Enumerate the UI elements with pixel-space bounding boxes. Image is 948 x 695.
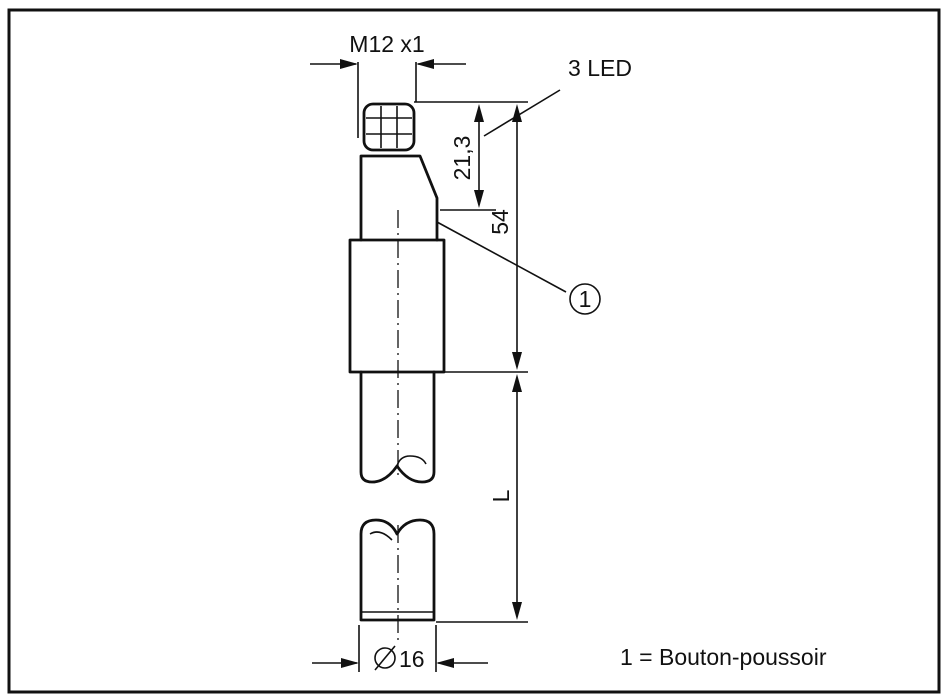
legend-text: 1 = Bouton-poussoir (620, 644, 827, 670)
thread-dimension: M12 x1 (310, 31, 466, 138)
collar-body (348, 238, 446, 374)
arrow-head (512, 374, 522, 392)
arrow-head (340, 59, 358, 69)
upper-housing (359, 154, 439, 242)
connector-dimension: 21,3 (414, 101, 528, 211)
arrow-head (474, 104, 484, 122)
arrow-head (512, 352, 522, 370)
break-line (396, 455, 427, 467)
leader-line (436, 221, 567, 293)
diameter-dimension: 16 (312, 625, 488, 672)
callout-number: 1 (579, 286, 592, 312)
break-line (369, 531, 393, 541)
diameter-icon-circle (374, 647, 396, 669)
connector-length-label: 21,3 (449, 136, 475, 181)
arrow-head (512, 104, 522, 122)
arrow-head (416, 59, 434, 69)
callout-circle (569, 283, 601, 315)
tube-length-label: L (488, 489, 514, 502)
thread-label: M12 x1 (349, 31, 424, 57)
diameter-value: 16 (399, 646, 425, 672)
connector-nut (362, 102, 416, 152)
arrow-head (436, 658, 454, 668)
leader-line (483, 89, 561, 137)
housing-length-label: 54 (487, 209, 513, 235)
lower-tube-bottom (359, 518, 436, 622)
led-callout: 3 LED (483, 55, 632, 137)
sensor-outline (348, 102, 446, 640)
housing-dimension: 54 (444, 104, 528, 373)
push-button-callout: 1 (436, 221, 601, 315)
diameter-icon-slash (374, 645, 396, 671)
led-label: 3 LED (568, 55, 632, 81)
arrow-head (512, 602, 522, 620)
length-dimension: L (436, 374, 528, 623)
drawing-frame (7, 8, 941, 694)
arrow-head (341, 658, 359, 668)
arrow-head (474, 190, 484, 208)
diameter-icon (374, 645, 396, 671)
